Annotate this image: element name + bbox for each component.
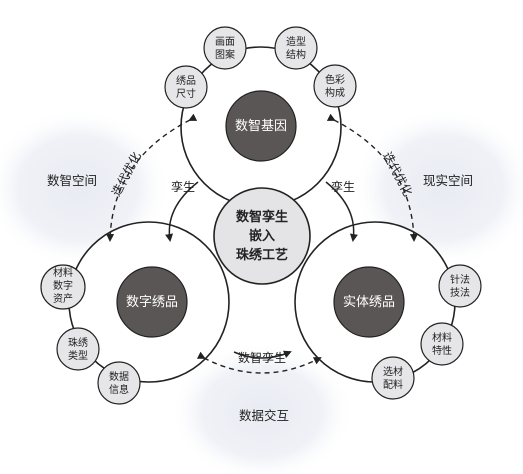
digital-attr-line: 材料: [53, 266, 73, 279]
physical-attr-line: 技法: [450, 286, 470, 299]
twin-label-bottom: 数智孪生: [238, 350, 286, 365]
digital-attr-line: 类型: [68, 349, 88, 362]
digital-gene-label: 数智基因: [235, 119, 287, 134]
gene-attr-line: 图案: [215, 48, 235, 61]
digital-embroidery-node: [116, 266, 188, 338]
center-line-2: 嵌入: [249, 228, 275, 244]
gene-attr-line: 尺寸: [176, 87, 196, 100]
physical-attr-line: 材料: [432, 331, 452, 344]
digital-attr-node: [97, 361, 141, 405]
physical-attr-line: 配料: [383, 378, 403, 391]
gene-attr-line: 绣品: [176, 74, 196, 87]
gene-attr-line: 画面: [215, 37, 235, 48]
digital-attr-line: 资产: [53, 292, 73, 305]
iteration-arc-left: [106, 113, 198, 242]
digital-attr-line: 珠绣: [68, 336, 88, 349]
physical-attr-node: [420, 322, 464, 366]
digital-attr-line: 信息: [109, 383, 129, 396]
gene-attr-line: 造型: [286, 35, 306, 48]
gene-attr-line: 结构: [286, 48, 306, 61]
digital-space-label: 数智空间: [47, 173, 97, 188]
digital-attr-node: [56, 327, 100, 371]
digital-gene-node: [225, 90, 297, 162]
data-interaction-glow: [170, 342, 354, 474]
digital-attr-line: 数字: [53, 279, 73, 292]
center-line-3: 珠绣工艺: [236, 247, 288, 263]
gene-attr-node: [164, 65, 208, 109]
gene-attr-node: [313, 64, 357, 108]
gene-attr-line: 色彩: [325, 73, 345, 86]
twin-label-right: 孪生: [331, 179, 355, 194]
physical-attr-node: [438, 264, 482, 308]
digital-attr-node: [40, 264, 86, 310]
gene-attr-node: [274, 26, 318, 70]
physical-embroidery-node: [333, 266, 405, 338]
digital-embroidery-label: 数字绣品: [126, 295, 178, 310]
center-line-1: 数智孪生: [236, 209, 288, 225]
iteration-arc-right: [326, 113, 418, 242]
data-interaction-label: 数据交互: [239, 408, 289, 423]
real-space-label: 现实空间: [423, 173, 473, 188]
physical-attr-line: 特性: [432, 344, 452, 357]
physical-attr-node: [371, 356, 415, 400]
physical-embroidery-label: 实体绣品: [343, 295, 395, 310]
twin-label-left: 孪生: [171, 179, 195, 194]
physical-attr-line: 针法: [450, 273, 470, 286]
digital-attr-line: 数据: [109, 370, 129, 383]
gene-attr-node: [203, 26, 247, 70]
center-node: [213, 187, 311, 285]
physical-attr-line: 选材: [383, 365, 403, 378]
gene-attr-line: 构成: [325, 86, 345, 99]
